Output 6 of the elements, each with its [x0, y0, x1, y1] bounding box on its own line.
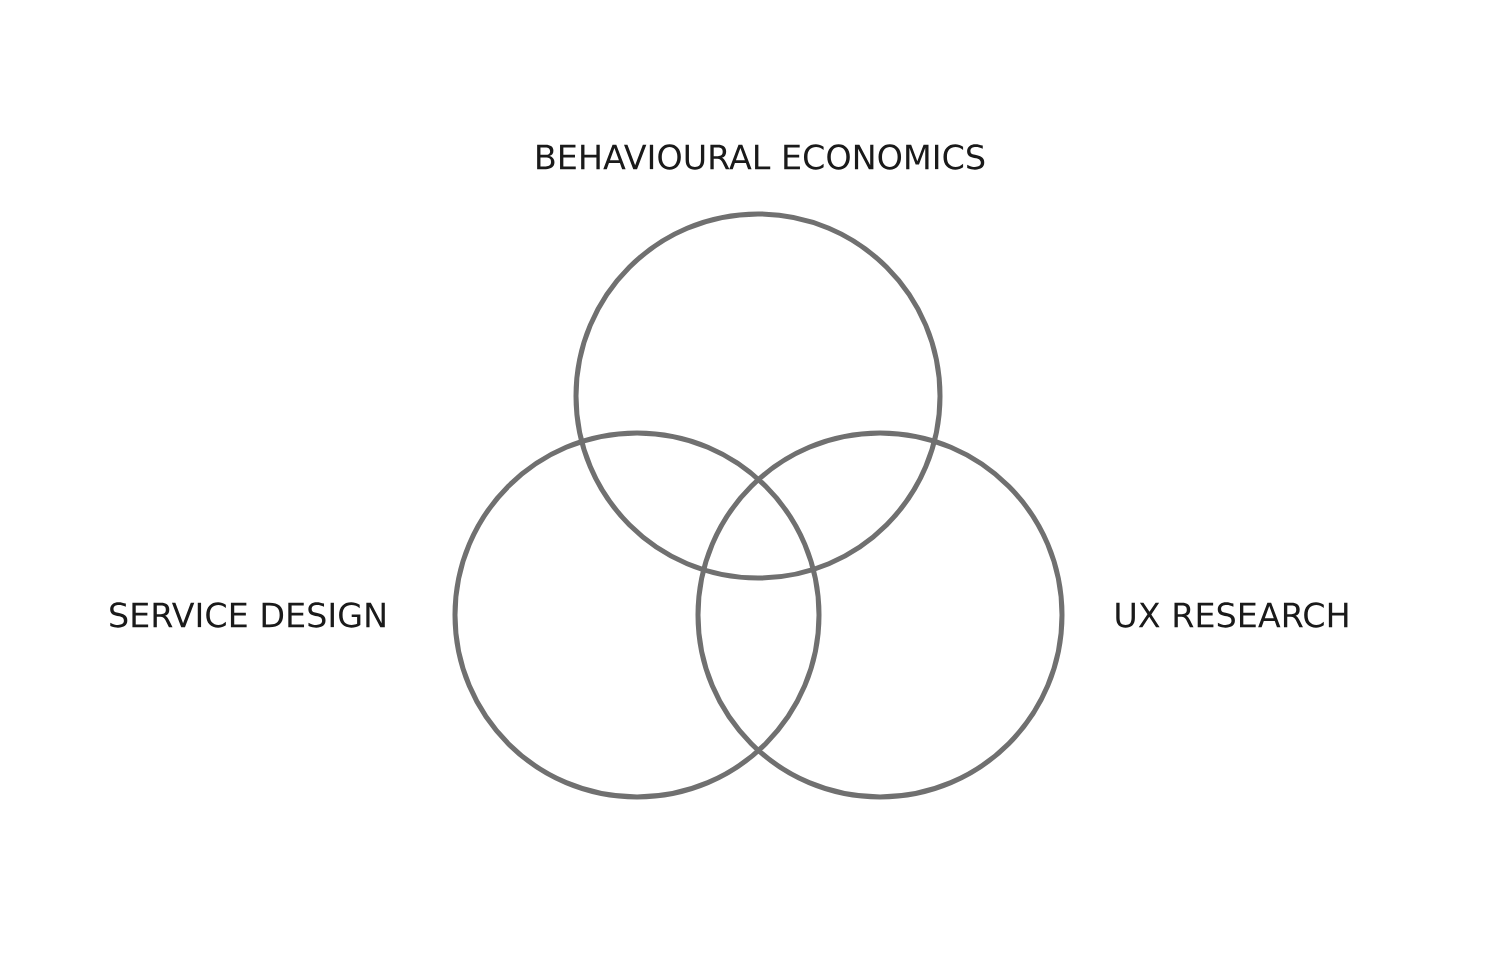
venn-circle: [573, 211, 943, 581]
circle-label: UX RESEARCH: [1116, 602, 1348, 628]
circle-label: BEHAVIOURAL ECONOMICS: [537, 144, 985, 170]
venn-circle: [695, 430, 1065, 800]
circle-label: SERVICE DESIGN: [110, 602, 385, 628]
venn-circle: [452, 430, 822, 800]
